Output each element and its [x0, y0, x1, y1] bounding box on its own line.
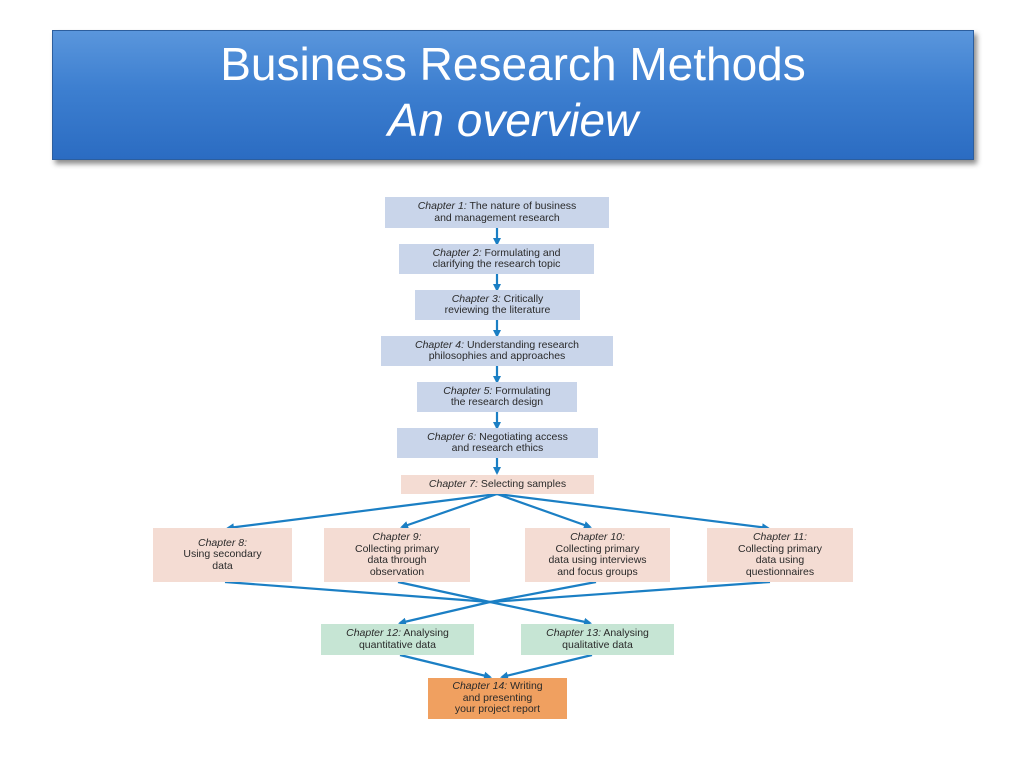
node-chapter-5: Chapter 5: Formulating the research desi… [417, 382, 577, 412]
node-chapter-1-line1: The nature of business [469, 200, 577, 212]
node-chapter-6-line2: and research ethics [451, 442, 544, 454]
node-chapter-10-line3: and focus groups [557, 565, 638, 578]
node-chapter-2: Chapter 2: Formulating and clarifying th… [399, 244, 594, 274]
node-chapter-6-line1: Negotiating access [479, 430, 568, 443]
node-chapter-14-line1: Writing [510, 680, 543, 693]
node-chapter-9-line2: data through [367, 554, 427, 566]
node-chapter-4-line2: philosophies and approaches [428, 350, 566, 362]
node-chapter-2-prefix: Chapter 2: [432, 246, 482, 259]
node-chapter-9-prefix: Chapter 9: [372, 531, 422, 543]
node-chapter-5-prefix: Chapter 5: [443, 384, 493, 397]
node-chapter-6: Chapter 6: Negotiating access and resear… [397, 428, 598, 458]
node-chapter-8-line1: Using secondary [183, 548, 262, 561]
node-chapter-11-line2: data using [755, 554, 805, 566]
node-chapter-14-prefix: Chapter 14: [452, 680, 508, 693]
arrow-ch7-ch10 [496, 492, 592, 529]
node-chapter-1: Chapter 1: The nature of business and ma… [385, 197, 609, 228]
node-chapter-14-line3: your project report [454, 703, 541, 716]
arrow-ch7-ch11 [496, 492, 770, 532]
node-chapter-7-prefix: Chapter 7: [428, 477, 478, 490]
node-chapter-3-line2: reviewing the literature [444, 304, 551, 316]
node-chapter-11-line3: questionnaires [745, 565, 815, 578]
node-chapter-12-prefix: Chapter 12: [346, 627, 401, 639]
node-chapter-9: Chapter 9: Collecting primary data throu… [324, 528, 470, 582]
node-chapter-10-line1: Collecting primary [555, 542, 640, 555]
node-chapter-10-line2: data using interviews [548, 554, 647, 566]
node-chapter-7-line1: Selecting samples [480, 477, 567, 490]
node-chapter-13-prefix: Chapter 13: [546, 627, 601, 639]
node-chapter-3-prefix: Chapter 3: [451, 292, 501, 305]
slide-title: Business Research Methods [220, 38, 806, 90]
node-chapter-3: Chapter 3: Critically reviewing the lite… [415, 290, 580, 320]
node-chapter-4-prefix: Chapter 4: [414, 338, 465, 351]
node-chapter-13: Chapter 13: Analysing qualitative data [521, 624, 674, 655]
node-chapter-14: Chapter 14: Writing and presenting your … [428, 678, 567, 719]
slide-subtitle: An overview [387, 94, 639, 146]
node-chapter-2-line2: clarifying the research topic [432, 258, 561, 270]
node-chapter-1-prefix: Chapter 1: [417, 200, 467, 212]
node-chapter-12-line1: Analysing [403, 627, 449, 639]
node-chapter-9-line3: observation [369, 565, 425, 578]
arrow-merge-ch12 [398, 600, 491, 626]
node-chapter-11: Chapter 11: Collecting primary data usin… [707, 528, 853, 582]
node-chapter-11-line1: Collecting primary [737, 542, 823, 555]
arrow-ch8-merge [224, 580, 491, 604]
arrow-ch11-merge [489, 580, 771, 604]
node-chapter-5-line2: the research design [450, 396, 544, 408]
node-chapter-13-line2: qualitative data [562, 638, 633, 651]
node-chapter-2-line1: Formulating and [484, 246, 561, 259]
node-chapter-8: Chapter 8: Using secondary data [153, 528, 292, 582]
arrow-merge-ch13 [489, 600, 592, 626]
slide-title-bar: Business Research Methods An overview [52, 30, 974, 160]
node-chapter-9-line1: Collecting primary [354, 542, 440, 555]
node-chapter-8-prefix: Chapter 8: [197, 536, 248, 549]
node-chapter-13-line1: Analysing [603, 627, 649, 639]
node-chapter-8-line2: data [212, 559, 233, 572]
node-chapter-3-line1: Critically [503, 292, 544, 305]
node-chapter-11-prefix: Chapter 11: [752, 531, 808, 543]
node-chapter-10-prefix: Chapter 10: [570, 531, 625, 543]
arrow-ch9-merge [397, 580, 491, 604]
node-chapter-10: Chapter 10: Collecting primary data usin… [525, 528, 670, 582]
arrow-ch10-merge [489, 580, 597, 604]
arrow-ch12-ch14 [399, 653, 492, 680]
node-chapter-1-line2: and management research [434, 211, 560, 224]
node-chapter-6-prefix: Chapter 6: [427, 430, 477, 443]
node-chapter-5-line1: Formulating [495, 384, 551, 397]
node-chapter-7: Chapter 7: Selecting samples [401, 475, 594, 494]
arrow-ch13-ch14 [500, 653, 593, 680]
arrow-ch7-ch8 [226, 492, 498, 532]
node-chapter-14-line2: and presenting [462, 691, 533, 704]
node-chapter-12: Chapter 12: Analysing quantitative data [321, 624, 474, 655]
node-chapter-12-line2: quantitative data [358, 638, 437, 651]
node-chapter-4-line1: Understanding research [466, 338, 580, 351]
arrow-ch7-ch9 [400, 492, 498, 529]
node-chapter-4: Chapter 4: Understanding research philos… [381, 336, 613, 366]
